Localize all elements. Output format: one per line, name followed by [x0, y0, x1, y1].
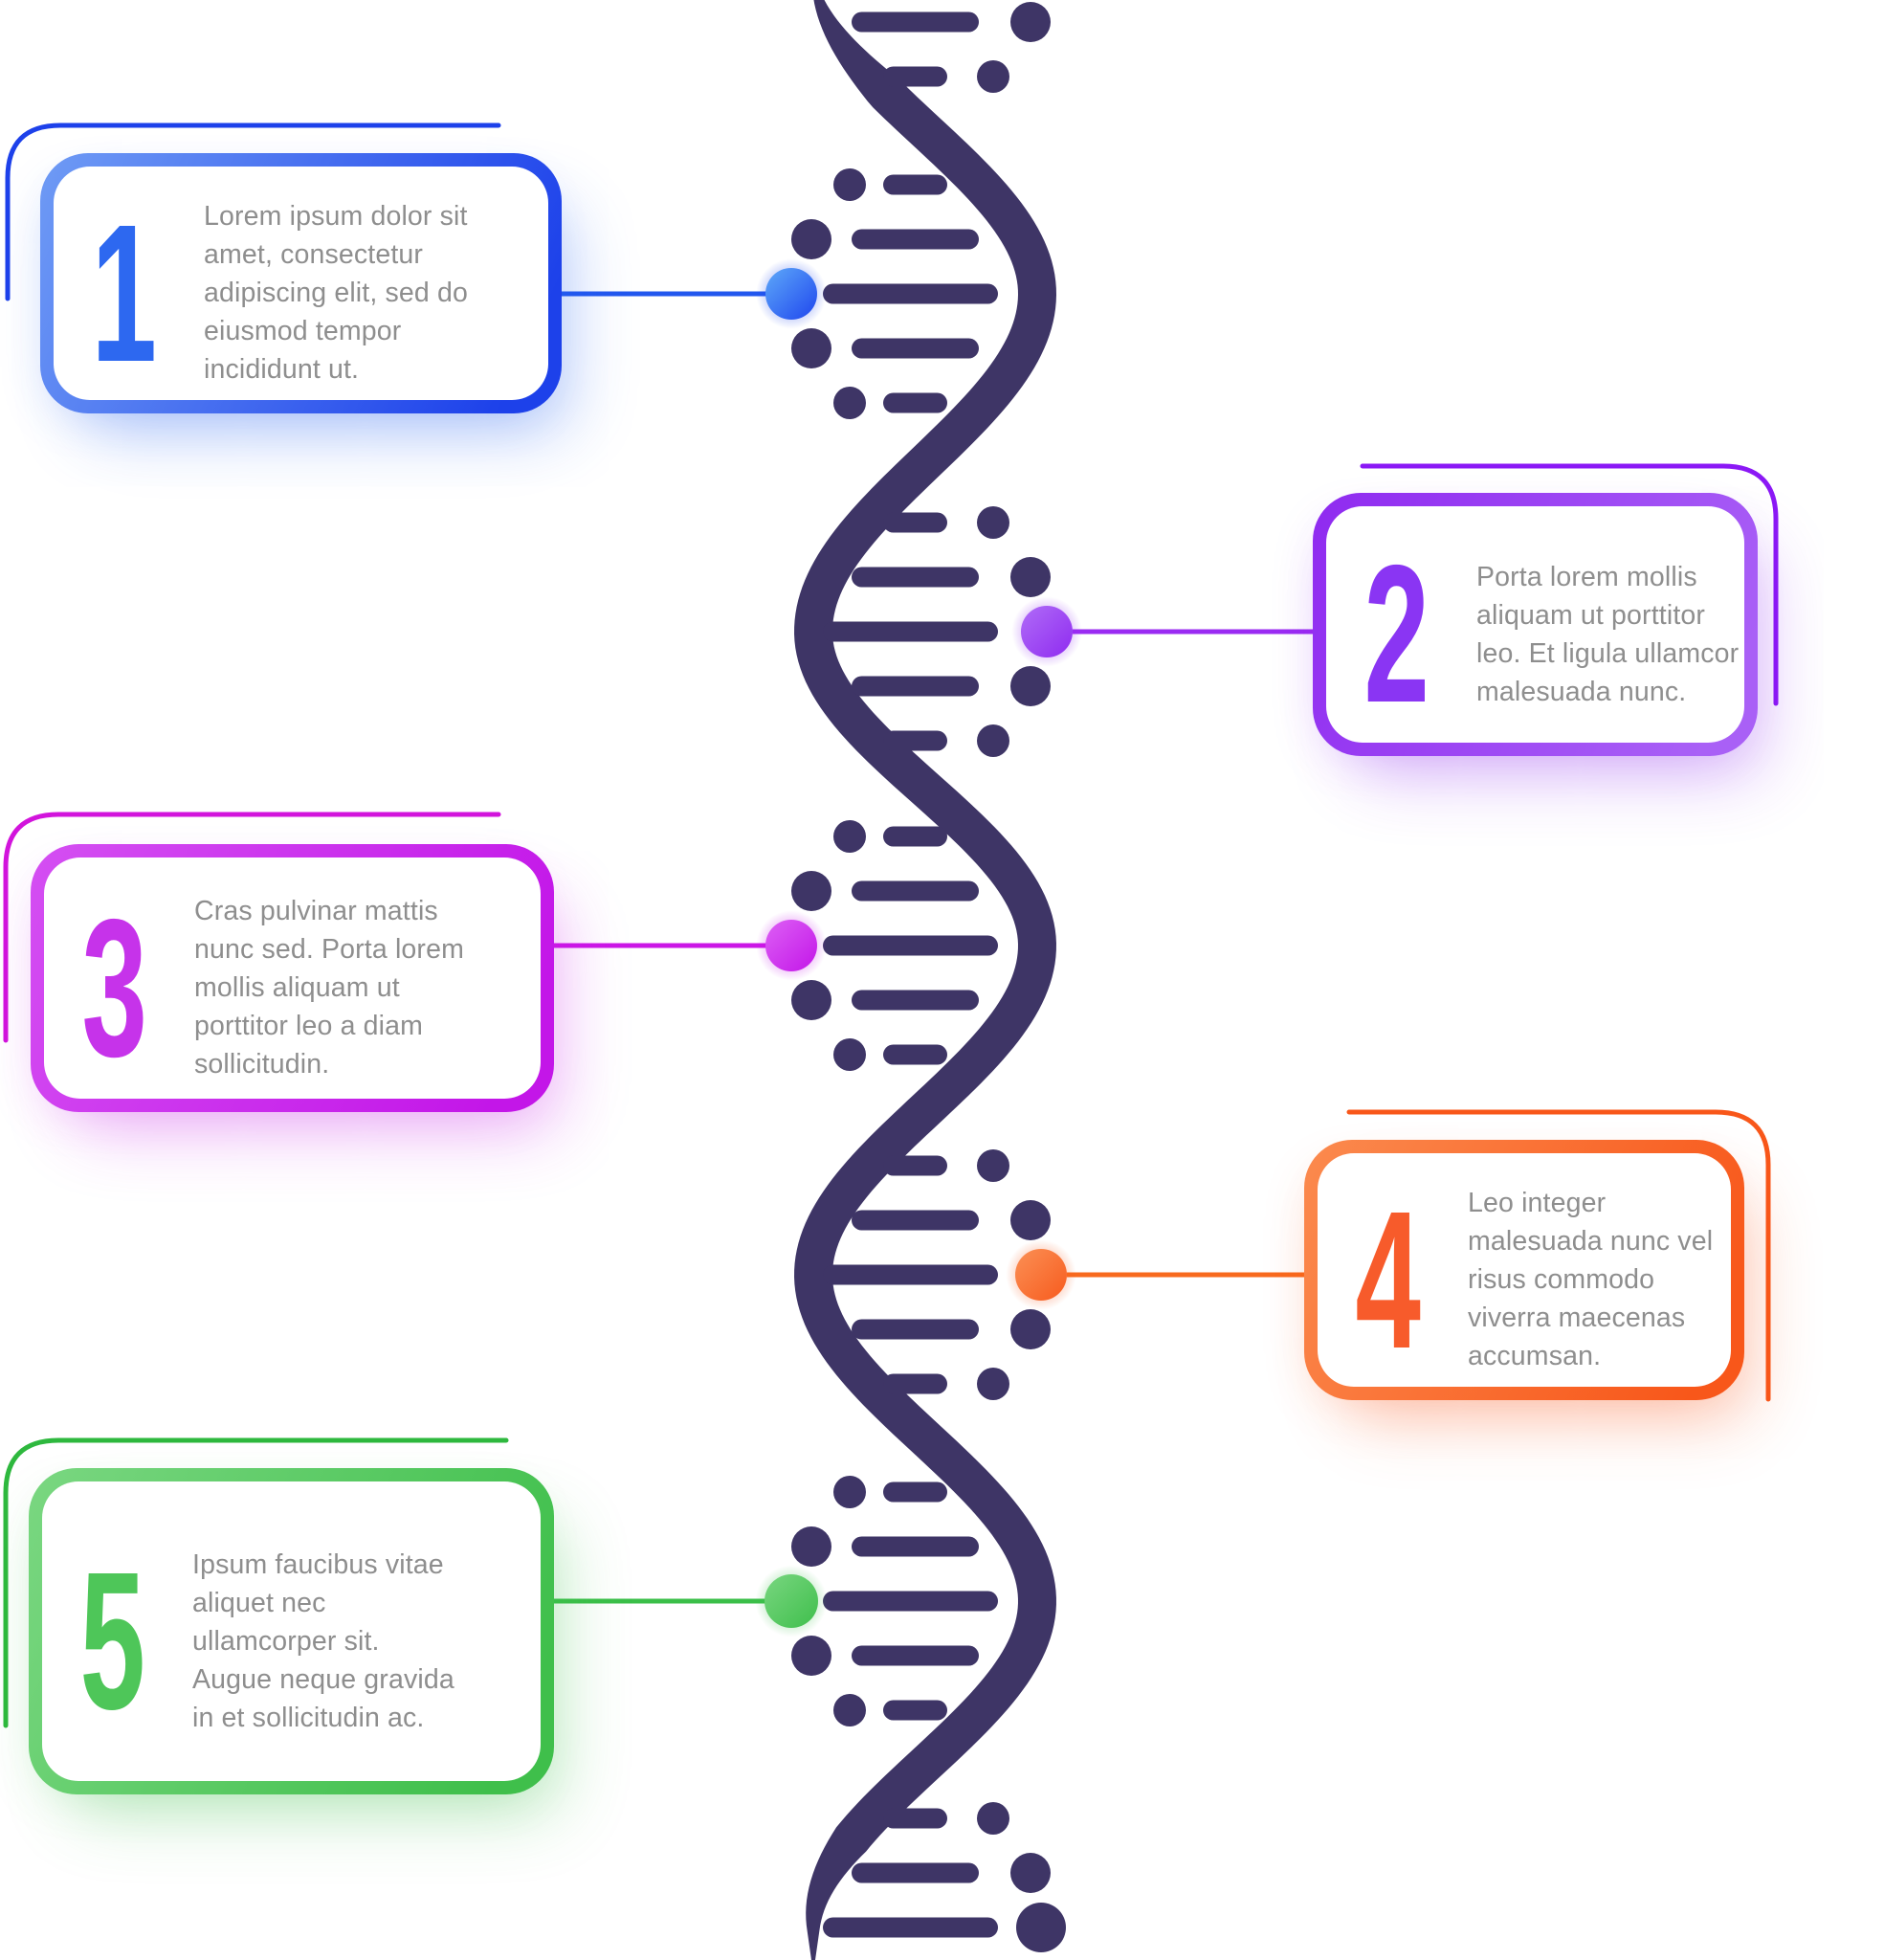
step-3-card-inner: 3 Cras pulvinar mattis nunc sed. Porta l… — [44, 858, 541, 1099]
step-2-card-inner: 2 Porta lorem mollis aliquam ut porttito… — [1326, 506, 1744, 743]
step-3-card: 3 Cras pulvinar mattis nunc sed. Porta l… — [31, 844, 554, 1112]
step-5-content: 5 Ipsum faucibus vitae aliquet nec ullam… — [42, 1543, 541, 1739]
step-1-card: 1 Lorem ipsum dolor sit amet, consectetu… — [40, 153, 562, 413]
step-2-text: Porta lorem mollis aliquam ut porttitor … — [1476, 561, 1740, 707]
step-1-connector-dot — [765, 268, 817, 320]
step-2-echo-outline — [1360, 463, 1779, 706]
step-1-echo-outline — [5, 122, 501, 301]
step-4-connector-dot — [1015, 1249, 1067, 1301]
step-1-content: 1 Lorem ipsum dolor sit amet, consectetu… — [54, 195, 548, 391]
step-4-number: 4 — [1355, 1169, 1420, 1387]
step-5-text: Ipsum faucibus vitae aliquet nec ullamco… — [192, 1548, 454, 1733]
step-3-connector-dot — [765, 920, 817, 971]
step-4-text: Leo integer malesuada nunc vel risus com… — [1468, 1188, 1714, 1371]
step-5-card: 5 Ipsum faucibus vitae aliquet nec ullam… — [29, 1468, 554, 1794]
step-4-echo-outline — [1346, 1109, 1771, 1402]
step-1-card-inner: 1 Lorem ipsum dolor sit amet, consectetu… — [54, 167, 548, 400]
step-4-card: 4 Leo integer malesuada nunc vel risus c… — [1304, 1140, 1744, 1400]
step-2-content: 2 Porta lorem mollis aliquam ut porttito… — [1326, 536, 1744, 732]
step-3-echo-outline — [3, 812, 501, 1043]
step-3-content: 3 Cras pulvinar mattis nunc sed. Porta l… — [44, 890, 541, 1086]
dna-base-pairs — [791, 2, 1066, 1952]
step-5-number: 5 — [79, 1531, 144, 1750]
step-2-number: 2 — [1363, 524, 1429, 743]
step-3-text: Cras pulvinar mattis nunc sed. Porta lor… — [194, 896, 464, 1080]
step-3-number: 3 — [81, 878, 146, 1098]
step-4-card-inner: 4 Leo integer malesuada nunc vel risus c… — [1318, 1153, 1731, 1387]
step-1-text: Lorem ipsum dolor sit amet, consectetur … — [204, 201, 468, 385]
step-4-content: 4 Leo integer malesuada nunc vel risus c… — [1318, 1182, 1731, 1378]
step-5-echo-outline — [3, 1437, 509, 1728]
step-5-connector-dot — [765, 1574, 818, 1628]
step-2-card: 2 Porta lorem mollis aliquam ut porttito… — [1313, 493, 1758, 756]
step-2-connector-dot — [1021, 606, 1073, 657]
step-1-number: 1 — [91, 183, 156, 400]
step-5-card-inner: 5 Ipsum faucibus vitae aliquet nec ullam… — [42, 1481, 541, 1781]
